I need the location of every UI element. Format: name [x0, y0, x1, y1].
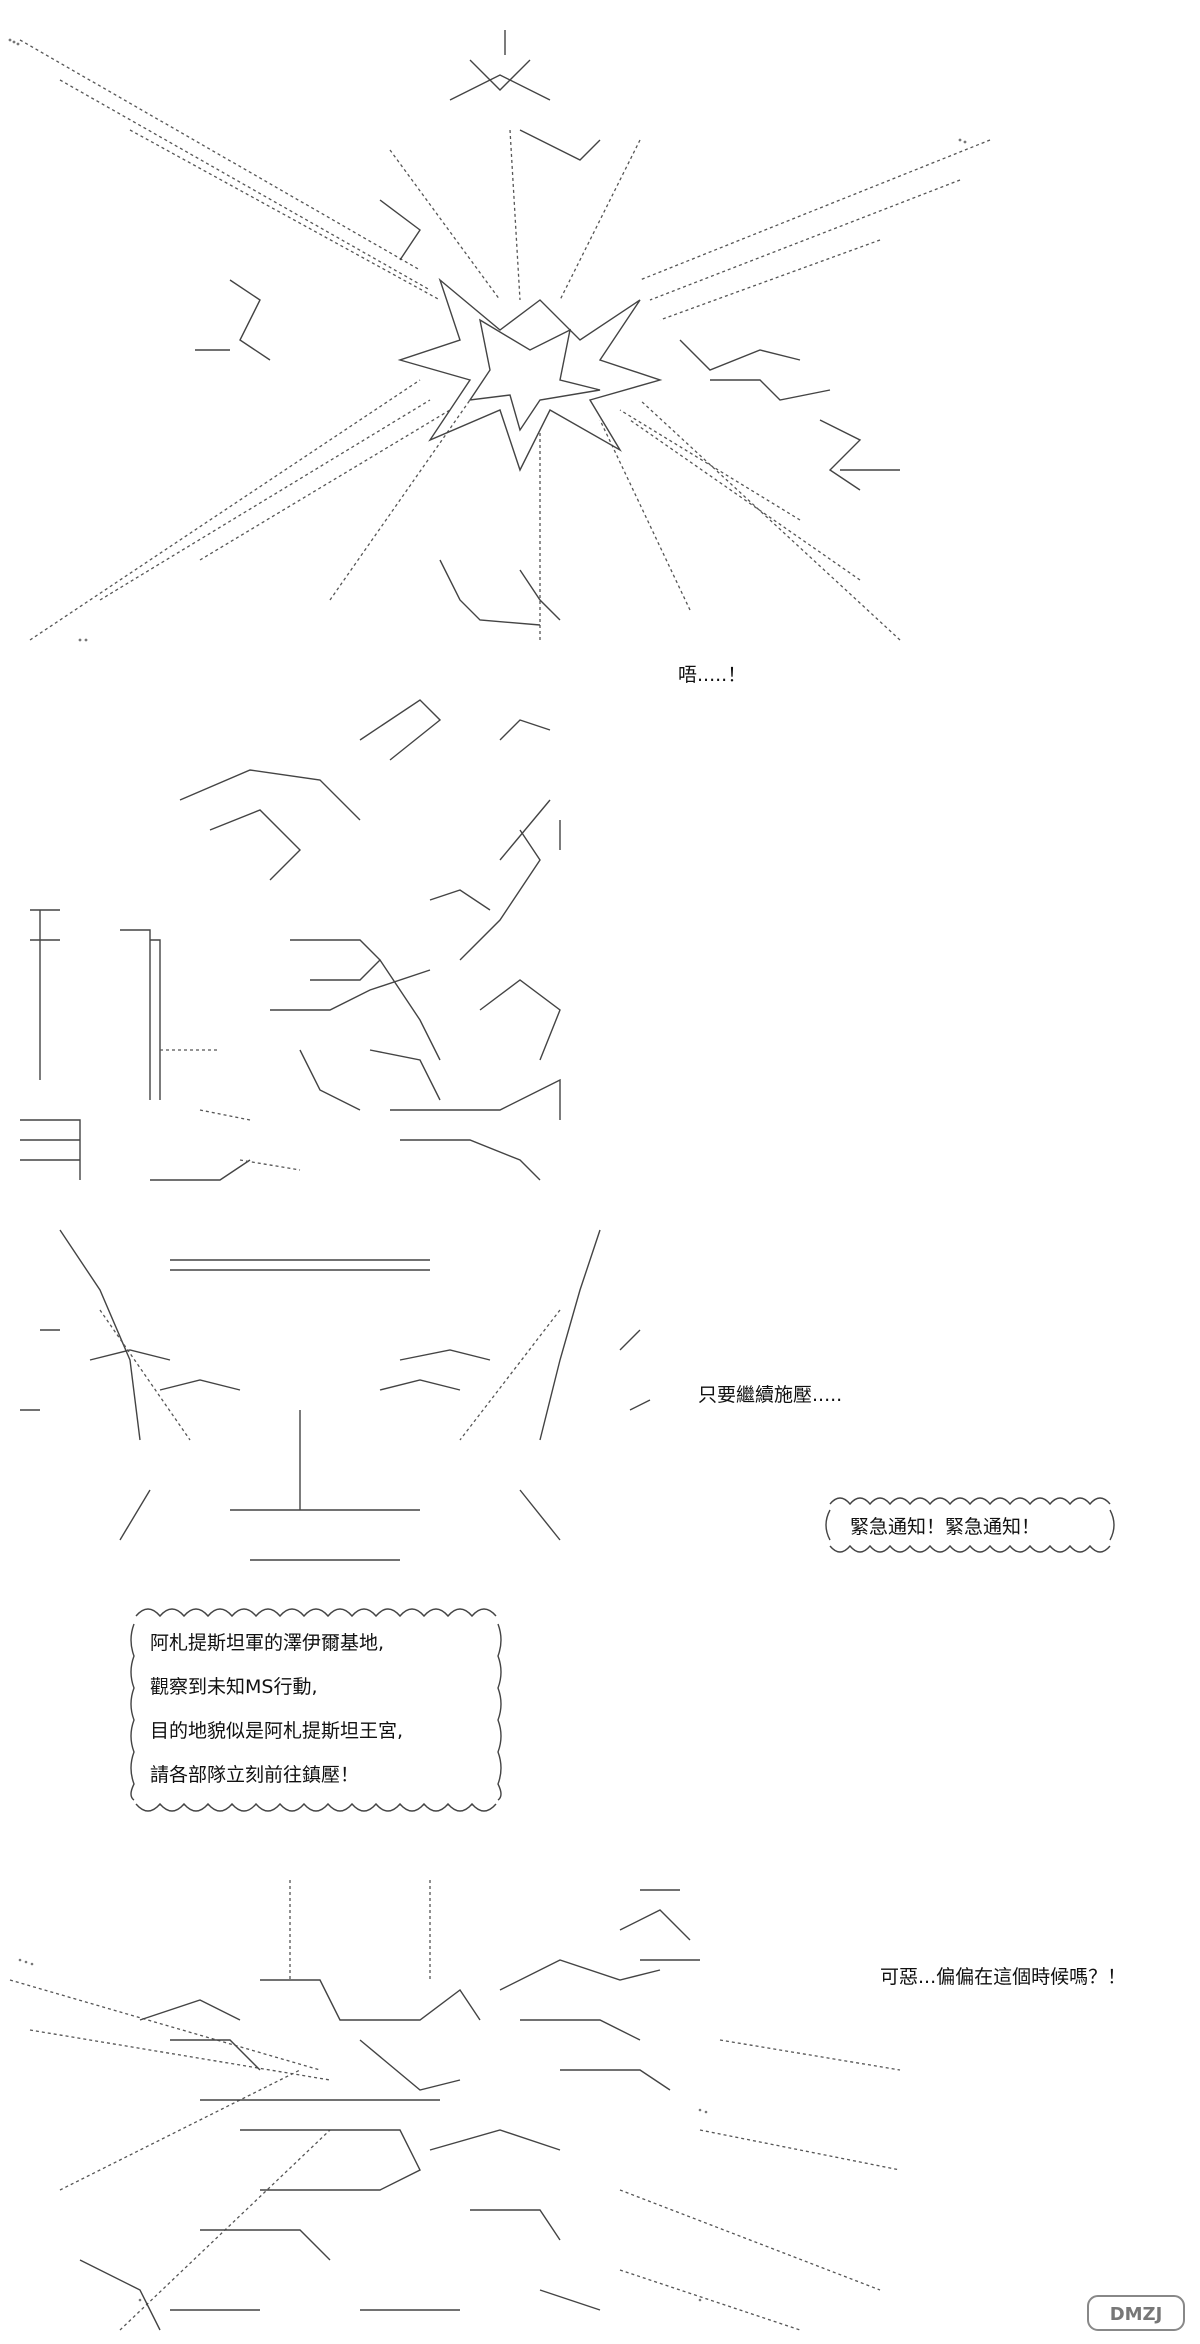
face-art: [20, 1229, 651, 1561]
watermark-graphic: DMZJ: [1087, 2295, 1185, 2331]
panel-mobile-suits: 可惡...偏偏在這個時候嗎？！: [0, 1870, 1200, 2344]
notice-line-1: 阿札提斯坦軍的澤伊爾基地,: [150, 1632, 385, 1654]
alert-bubble: 緊急通知！緊急通知！: [820, 1490, 1120, 1560]
explosion-art: [8, 30, 991, 642]
mobile-suits-art: [9, 1880, 901, 2331]
speech-panel2: 唔.....！: [678, 664, 747, 686]
watermark-label: DMZJ: [1110, 2304, 1163, 2325]
speech-panel3: 只要繼續施壓.....: [698, 1384, 843, 1406]
site-logo-icon: DMZJ: [1086, 2290, 1186, 2336]
notice-box-frame: [130, 1608, 502, 1812]
cockpit-art: [20, 699, 561, 1181]
panel-face: 只要繼續施壓.....: [0, 1210, 1200, 1590]
alert-text: 緊急通知！緊急通知！: [850, 1516, 1041, 1538]
panel-cockpit: 唔.....！: [0, 664, 1200, 1200]
notice-line-4: 請各部隊立刻前往鎮壓！: [150, 1764, 360, 1786]
panel-explosion: [0, 0, 1200, 660]
alert-bubble-frame: [825, 1497, 1115, 1553]
notice-line-2: 觀察到未知MS行動,: [150, 1676, 318, 1698]
speech-panel5: 可惡...偏偏在這個時候嗎？！: [880, 1966, 1127, 1988]
notice-box: 阿札提斯坦軍的澤伊爾基地, 觀察到未知MS行動, 目的地貌似是阿札提斯坦王宮, …: [126, 1600, 506, 1820]
notice-line-3: 目的地貌似是阿札提斯坦王宮,: [150, 1720, 404, 1742]
